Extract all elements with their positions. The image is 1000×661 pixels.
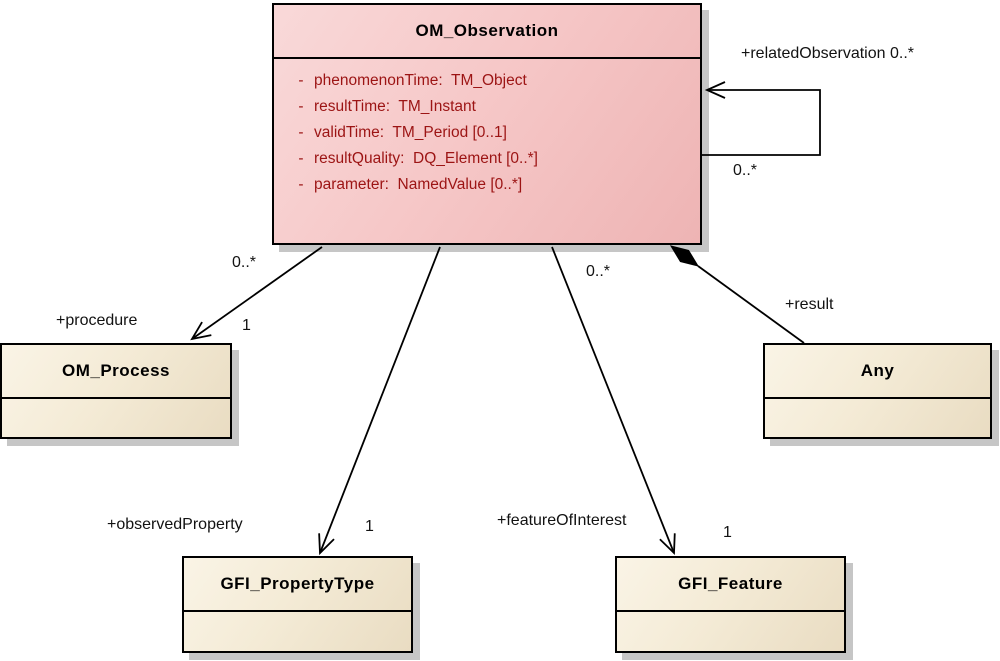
attribute-text: parameter: NamedValue [0..*] <box>314 176 523 193</box>
class-om-observation-attributes: - phenomenonTime: TM_Object - resultTime… <box>274 59 700 198</box>
visibility-marker: - <box>298 124 304 141</box>
attribute-resultTime: - resultTime: TM_Instant <box>274 94 700 120</box>
composition-diamond <box>669 245 700 267</box>
association-procedure-line <box>190 246 323 341</box>
attribute-resultQuality: - resultQuality: DQ_Element [0..*] <box>274 146 700 172</box>
association-feature-of-interest-line <box>551 246 676 556</box>
class-gfi-feature-attributes-empty <box>617 612 844 661</box>
label-procedure-target-multiplicity: 1 <box>242 317 251 334</box>
label-observed-property-role: +observedProperty <box>107 516 243 533</box>
visibility-marker: - <box>298 98 304 115</box>
class-om-observation: OM_Observation - phenomenonTime: TM_Obje… <box>272 3 702 245</box>
label-feature-of-interest-target-multiplicity: 1 <box>723 524 732 541</box>
attribute-phenomenonTime: - phenomenonTime: TM_Object <box>274 68 700 94</box>
attribute-validTime: - validTime: TM_Period [0..1] <box>274 120 700 146</box>
class-om-process-attributes-empty <box>2 399 230 491</box>
class-gfi-property-type-title: GFI_PropertyType <box>184 558 411 612</box>
attribute-text: phenomenonTime: TM_Object <box>314 72 527 89</box>
visibility-marker: - <box>298 150 304 167</box>
class-any-attributes-empty <box>765 399 990 491</box>
label-feature-of-interest-source-multiplicity: 0..* <box>586 263 611 280</box>
association-observed-property-line <box>318 246 441 556</box>
attribute-text: resultTime: TM_Instant <box>314 98 476 115</box>
label-related-observation-role: +relatedObservation 0..* <box>741 45 914 62</box>
visibility-marker: - <box>298 72 304 89</box>
label-procedure-role: +procedure <box>56 312 138 329</box>
class-om-process-title: OM_Process <box>2 345 230 399</box>
class-gfi-feature-title: GFI_Feature <box>617 558 844 612</box>
class-gfi-feature: GFI_Feature <box>615 556 846 653</box>
attribute-text: validTime: TM_Period [0..1] <box>314 124 507 141</box>
class-om-process: OM_Process <box>0 343 232 439</box>
visibility-marker: - <box>298 176 304 193</box>
label-result-role: +result <box>785 296 834 313</box>
class-gfi-property-type-attributes-empty <box>184 612 411 661</box>
label-related-observation-multiplicity: 0..* <box>733 162 758 179</box>
label-procedure-source-multiplicity: 0..* <box>232 254 257 271</box>
class-om-observation-title: OM_Observation <box>274 5 700 59</box>
label-feature-of-interest-role: +featureOfInterest <box>497 512 627 529</box>
class-any-title: Any <box>765 345 990 399</box>
attribute-text: resultQuality: DQ_Element [0..*] <box>314 150 538 167</box>
label-observed-property-target-multiplicity: 1 <box>365 518 374 535</box>
attribute-parameter: - parameter: NamedValue [0..*] <box>274 172 700 198</box>
association-related-observation-loop <box>701 81 821 156</box>
class-any: Any <box>763 343 992 439</box>
class-gfi-property-type: GFI_PropertyType <box>182 556 413 653</box>
